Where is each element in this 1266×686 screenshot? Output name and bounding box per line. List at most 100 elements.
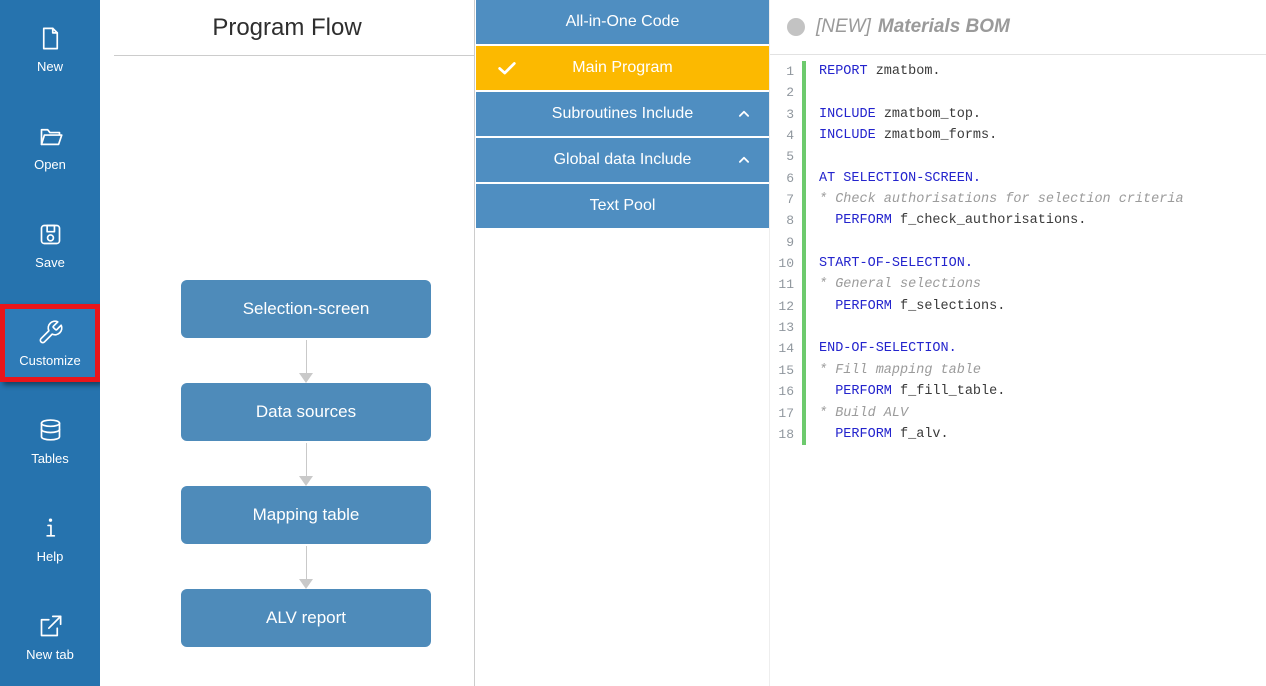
change-gutter-bar xyxy=(802,253,806,275)
status-dot-icon xyxy=(787,18,805,36)
change-gutter-bar xyxy=(802,167,806,190)
menu-item-label: Subroutines Include xyxy=(551,105,694,122)
code-line: 18 PERFORM f_alv. xyxy=(770,423,1266,446)
code-editor-panel: [NEW] Materials BOM 1 REPORT zmatbom. 2 3 INC… xyxy=(769,0,1266,686)
status-badge: [NEW] xyxy=(816,16,871,37)
code-line: 1 REPORT zmatbom. xyxy=(770,61,1266,83)
code-text: * General selections xyxy=(819,277,982,293)
change-gutter-bar xyxy=(802,423,806,446)
change-gutter-bar xyxy=(802,317,806,339)
line-number: 1 xyxy=(786,64,794,79)
line-number: 4 xyxy=(786,128,794,144)
program-flow-title: Program Flow xyxy=(212,13,362,41)
change-gutter-bar xyxy=(802,103,806,126)
flow-step-selection-screen[interactable]: Selection-screen xyxy=(181,280,431,338)
code-line: 11 * General selections xyxy=(770,274,1266,296)
change-gutter-bar xyxy=(802,359,806,382)
code-text xyxy=(806,82,819,103)
line-number: 9 xyxy=(786,234,794,250)
sidebar-item-label: Save xyxy=(35,254,65,270)
flow-step-alv-report[interactable]: ALV report xyxy=(181,589,431,647)
code-text xyxy=(806,232,819,253)
external-link-icon xyxy=(40,615,61,636)
editor-header: [NEW] Materials BOM xyxy=(770,0,1266,55)
menu-item-label: All-in-One Code xyxy=(565,13,680,30)
code-text: AT SELECTION-SCREEN. xyxy=(819,170,982,186)
checkmark-icon xyxy=(498,62,516,75)
line-number: 2 xyxy=(786,85,794,101)
sidebar-item-tables[interactable]: Tables xyxy=(0,392,100,490)
code-line: 16 PERFORM f_fill_table. xyxy=(770,381,1266,403)
menu-item-all-in-one-code[interactable]: All-in-One Code xyxy=(476,0,769,44)
flow-step-data-sources[interactable]: Data sources xyxy=(181,383,431,441)
change-gutter-bar xyxy=(802,82,806,104)
sidebar: New Open Save Customize xyxy=(0,0,100,686)
database-icon xyxy=(40,418,60,441)
code-text xyxy=(806,317,819,338)
change-gutter-bar xyxy=(802,189,806,211)
change-gutter-bar xyxy=(802,61,806,83)
code-line: 8 PERFORM f_check_authorisations. xyxy=(770,210,1266,232)
code-text: START-OF-SELECTION. xyxy=(819,256,973,272)
line-number: 8 xyxy=(786,213,794,229)
sidebar-item-new-tab[interactable]: New tab xyxy=(0,588,100,686)
wrench-icon xyxy=(39,319,63,343)
menu-item-global-data-include[interactable]: Global data Include xyxy=(476,138,769,182)
program-flow-header: Program Flow xyxy=(100,0,474,55)
line-number: 16 xyxy=(778,384,794,400)
line-number: 11 xyxy=(778,277,794,293)
change-gutter-bar xyxy=(802,295,806,318)
program-title: Materials BOM xyxy=(877,16,1010,37)
menu-item-main-program[interactable]: Main Program xyxy=(476,46,769,90)
code-text: * Check authorisations for selection cri… xyxy=(819,192,1184,208)
sidebar-item-label: New xyxy=(36,58,63,74)
save-floppy-icon xyxy=(40,224,60,244)
flow-arrow xyxy=(298,546,314,589)
code-line: 5 xyxy=(770,146,1266,168)
menu-item-label: Main Program xyxy=(572,59,673,76)
menu-item-subroutines-include[interactable]: Subroutines Include xyxy=(476,92,769,136)
change-gutter-bar xyxy=(802,231,806,254)
line-number: 6 xyxy=(786,170,794,186)
line-number: 3 xyxy=(786,106,794,122)
code-text: INCLUDE zmatbom_top. xyxy=(819,106,982,122)
sidebar-item-customize[interactable]: Customize xyxy=(0,304,100,382)
change-gutter-bar xyxy=(802,146,806,168)
flow-arrow xyxy=(298,443,314,486)
code-text: REPORT zmatbom. xyxy=(819,64,941,79)
chevron-up-icon[interactable] xyxy=(735,105,753,123)
sidebar-item-open[interactable]: Open xyxy=(0,98,100,196)
code-text: PERFORM f_alv. xyxy=(835,426,949,442)
chevron-up-icon[interactable] xyxy=(735,151,753,169)
menu-item-text-pool[interactable]: Text Pool xyxy=(476,184,769,228)
flow-step-mapping-table[interactable]: Mapping table xyxy=(181,486,431,544)
code-line: 13 xyxy=(770,317,1266,339)
sidebar-item-label: Help xyxy=(36,548,64,564)
flow-arrow xyxy=(298,340,314,383)
line-number: 18 xyxy=(778,426,794,442)
change-gutter-bar xyxy=(802,338,806,360)
new-document-icon xyxy=(42,27,58,49)
open-folder-icon xyxy=(40,128,63,145)
line-number: 5 xyxy=(786,149,794,165)
sidebar-item-label: Customize xyxy=(19,352,81,368)
sidebar-item-help[interactable]: Help xyxy=(0,490,100,588)
editor-title: [NEW] Materials BOM xyxy=(816,16,1010,38)
menu-item-label: Text Pool xyxy=(589,197,656,214)
line-number: 12 xyxy=(778,298,794,314)
code-line: 7 * Check authorisations for selection cr… xyxy=(770,189,1266,211)
change-gutter-bar xyxy=(802,381,806,403)
line-number: 7 xyxy=(786,192,794,208)
code-line: 2 xyxy=(770,82,1266,104)
sidebar-item-new[interactable]: New xyxy=(0,0,100,98)
sidebar-item-save[interactable]: Save xyxy=(0,196,100,294)
line-number: 13 xyxy=(778,320,794,336)
code-line: 15* Fill mapping table xyxy=(770,359,1266,382)
program-flow-divider xyxy=(114,55,474,56)
change-gutter-bar xyxy=(802,125,806,147)
